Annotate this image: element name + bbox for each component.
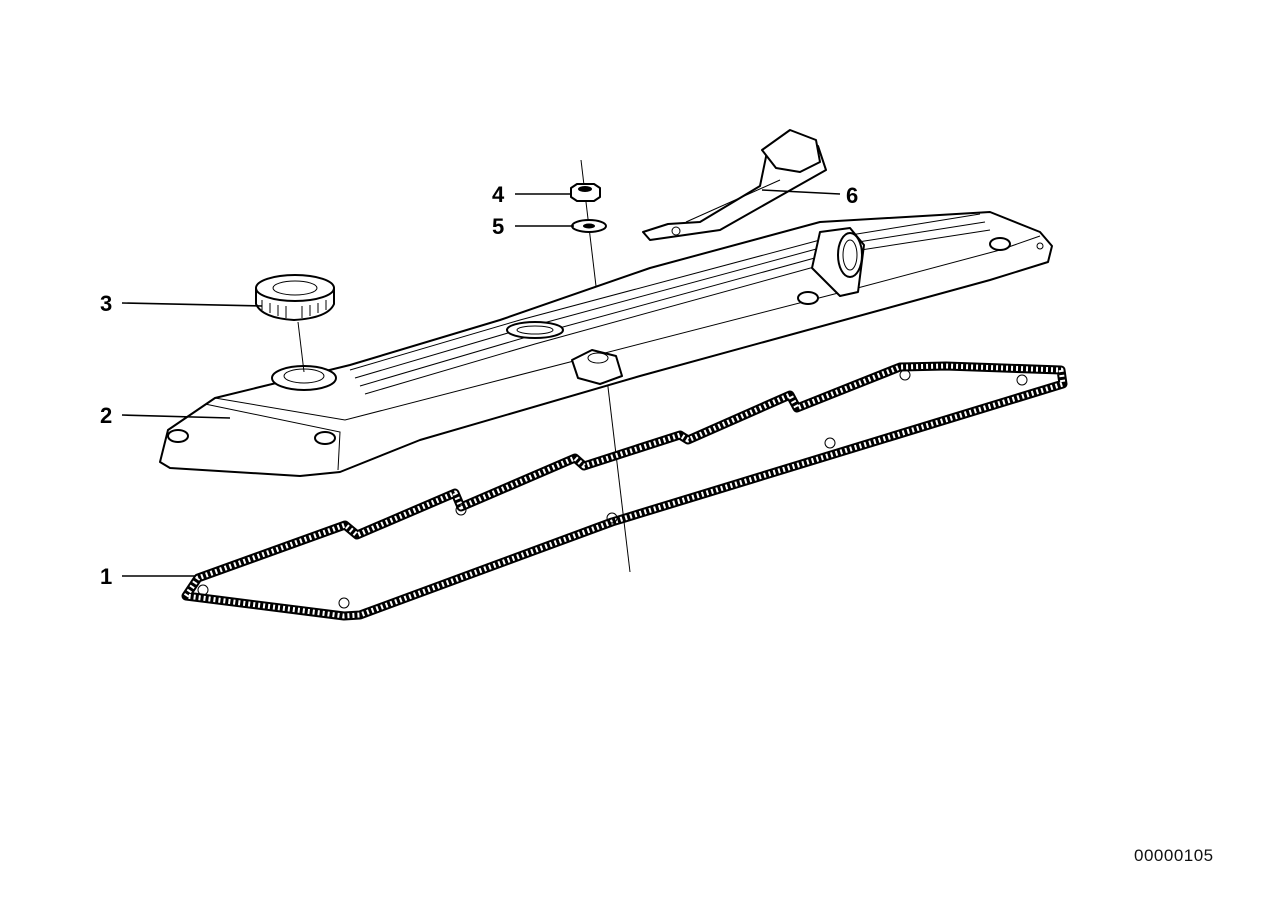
callout-3: 3: [100, 291, 112, 316]
oil-filler-cap: [255, 274, 335, 373]
valve-cover: [159, 211, 1053, 477]
leader-lines: [121, 189, 841, 577]
leader-line-2: [121, 414, 231, 419]
bracket: [642, 129, 827, 241]
callout-5: 5: [492, 214, 504, 239]
valve-cover-gasket: [181, 361, 1068, 621]
leader-line-3: [121, 302, 263, 307]
callout-4: 4: [492, 182, 505, 207]
nut: [570, 183, 601, 202]
leader-line-6: [761, 189, 841, 195]
callout-2: 2: [100, 403, 112, 428]
callout-labels: 1 2 3 4 5 6: [100, 182, 858, 589]
washer: [571, 219, 607, 233]
callout-6: 6: [846, 183, 858, 208]
callout-1: 1: [100, 564, 112, 589]
document-number: 00000105: [1134, 846, 1214, 865]
